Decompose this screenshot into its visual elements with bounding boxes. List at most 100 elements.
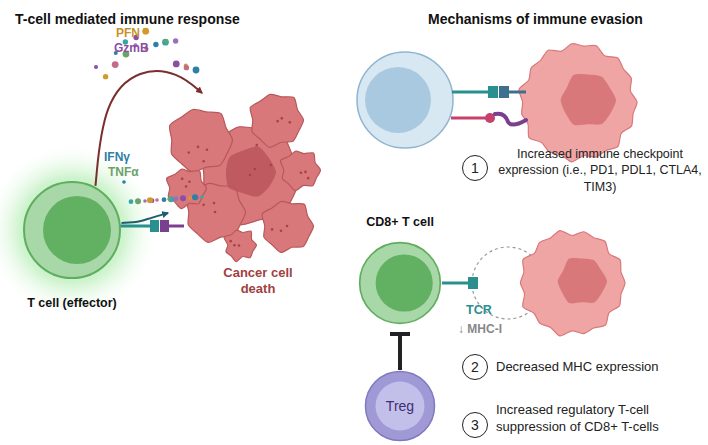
cancer-speck (249, 174, 252, 177)
cd8-t-cell: CD8+ T cell (358, 241, 442, 325)
cancer-speck (307, 177, 310, 180)
cytokine-dot (180, 195, 186, 201)
t-cell-body (357, 52, 453, 148)
cytokine-dot (168, 196, 174, 202)
cancer-speck (255, 144, 258, 147)
cancer-fragment (250, 94, 303, 147)
granule-dot (173, 38, 178, 43)
t-cell-nucleus (365, 67, 431, 133)
cytokine-dot (155, 198, 159, 202)
granule-dot (94, 65, 98, 69)
cytokine-dot (200, 195, 204, 199)
cell-membrane (365, 371, 434, 440)
cancer-speck (253, 168, 256, 171)
cell-membrane (360, 243, 441, 324)
cell-name: T cell (effector) (17, 296, 127, 312)
cancer-fragment (262, 201, 313, 252)
cancer-speck (188, 151, 191, 154)
cytokine-label: IFNγ (104, 150, 144, 166)
cancer-speck (286, 225, 289, 228)
cell-name: CD8+ T cell (338, 215, 462, 231)
cytotoxin-label: GzmB (114, 41, 158, 57)
cancer-cell-body (519, 44, 637, 162)
cancer-speck (300, 171, 303, 174)
cancer-nucleus (226, 146, 276, 196)
cell-outline (22, 180, 122, 280)
panel-title: T-cell mediated immune response (15, 10, 275, 28)
mhc-stem (509, 91, 526, 94)
callout-number: 1 (462, 155, 488, 181)
cell-name: Treg (386, 398, 414, 414)
granule-dot (112, 61, 119, 68)
callout-number: 2 (462, 354, 488, 380)
cancer-speck (233, 244, 236, 247)
effector-t-cell: T cell (effector) (22, 180, 122, 280)
cancer-speck (280, 117, 283, 120)
cytokine-dot (129, 199, 134, 204)
callout-number: 2 (471, 359, 479, 375)
cancer-cell-body (520, 231, 625, 336)
cytotoxin-label: PFN (116, 26, 156, 42)
cytokine-label: TNFα (108, 165, 152, 181)
cancer-speck (269, 164, 272, 167)
granule-dot (173, 61, 180, 68)
mechanism-text: Increased regulatory T-cell suppression … (496, 402, 706, 436)
granule-dot (103, 74, 108, 79)
cancer-fragment (166, 169, 206, 208)
cell-name: Cancer cell death (218, 265, 298, 298)
cancer-speck (214, 211, 217, 214)
cancer-speck (206, 148, 209, 151)
cytokine-dot (143, 199, 147, 203)
receptor-label: TCR (466, 302, 506, 318)
cancer-cluster: Cancer cell death (160, 85, 310, 260)
secretion-arrow (122, 213, 168, 223)
secretion-arrow (95, 71, 202, 186)
tcr-stem (452, 91, 490, 94)
cancer-speck (213, 202, 216, 205)
mechanism-text: Decreased MHC expression (496, 359, 706, 376)
cancer-speck (276, 120, 279, 123)
cancer-speck (185, 185, 188, 188)
mhc-head (499, 86, 509, 98)
cancer-speck (280, 229, 283, 232)
cancer-speck (304, 171, 307, 174)
cell-nucleus (43, 196, 111, 264)
cancer-cell-nucleus (558, 258, 607, 304)
tcr-stem (120, 225, 150, 228)
cytokine-dot (174, 196, 179, 201)
cancer-cell-nucleus (561, 74, 616, 125)
molecule-label: ↓ MHC-I (458, 322, 528, 338)
cell-membrane (24, 182, 120, 278)
cytokine-dot (162, 197, 167, 202)
cancer-speck (181, 177, 184, 180)
tcr-head (468, 277, 478, 289)
cytokine-dot (135, 198, 141, 204)
cytokine-dot (192, 194, 198, 200)
granule-dot (142, 28, 149, 35)
callout-number: 3 (462, 412, 488, 438)
cancer-speck (271, 228, 274, 231)
cell-outline (358, 241, 442, 325)
cancer-speck (188, 180, 191, 183)
cancer-fragment (280, 151, 320, 190)
cancer-speck (238, 244, 241, 247)
cell-nucleus (376, 254, 433, 311)
granule-dot (162, 39, 169, 46)
cell-nucleus (376, 382, 425, 431)
mechanism-text: Increased immune checkpoint expression (… (494, 146, 706, 195)
cancer-fragment (224, 230, 256, 262)
pdl1-ligand (495, 114, 526, 125)
cytokine-dot (167, 197, 171, 201)
cancer-speck (197, 146, 200, 149)
cancer-speck (202, 160, 205, 163)
cancer-speck (229, 240, 232, 243)
treg-cell: Treg (364, 370, 436, 442)
inhibition-connector (398, 334, 402, 370)
granule-dot (193, 67, 200, 74)
granule-dot (184, 65, 189, 70)
callout-number: 3 (471, 417, 479, 433)
granule-dot (164, 39, 168, 43)
cancer-fragment (169, 109, 232, 172)
cytokine-dot (188, 196, 192, 200)
cancer-speck (202, 204, 205, 207)
